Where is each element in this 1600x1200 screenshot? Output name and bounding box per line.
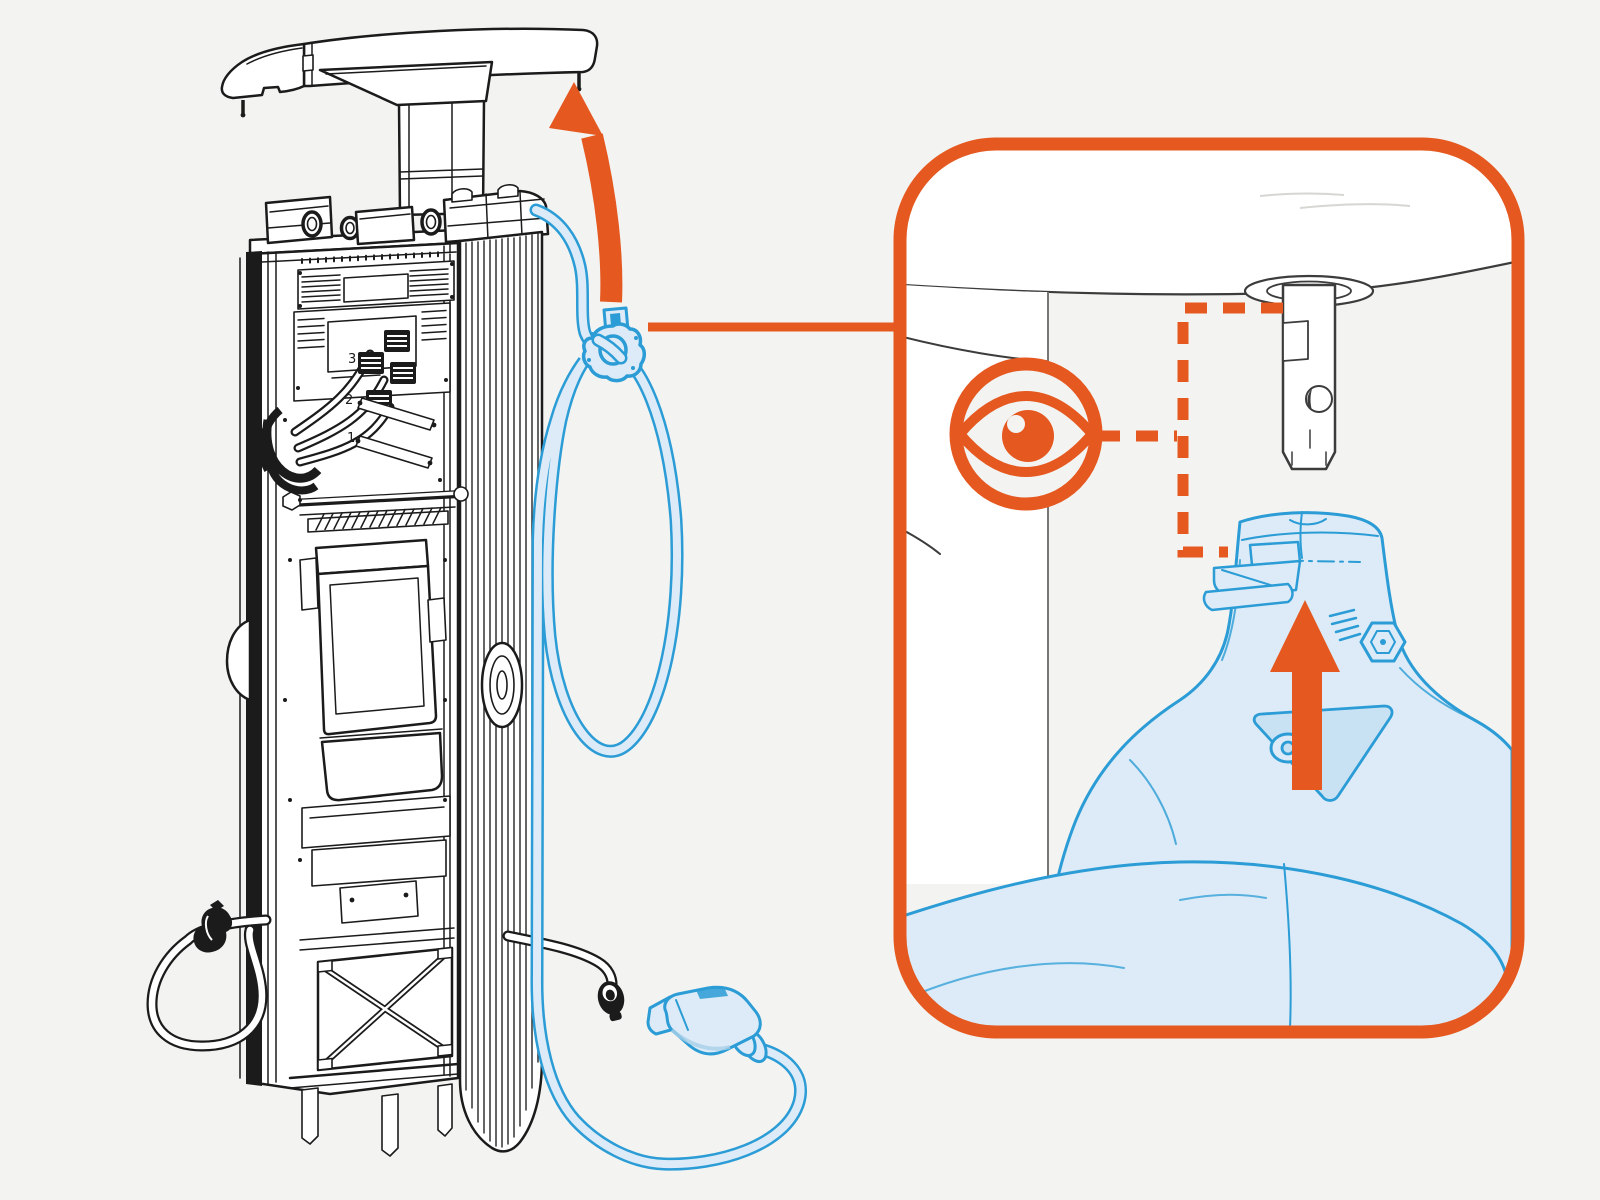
busbars — [355, 397, 437, 469]
contactor-block — [390, 362, 416, 384]
contactor-label-3: 3 — [348, 352, 356, 367]
contactor-label-2: 2 — [345, 393, 353, 408]
mounting-pin — [1281, 283, 1337, 471]
hose-hook-bracket — [581, 306, 646, 383]
crossbar — [282, 486, 469, 533]
cabinet-top — [248, 184, 550, 256]
detail-callout — [893, 137, 1525, 1039]
top-box-center — [354, 205, 416, 246]
post-side-bracket — [480, 641, 524, 729]
cable-clamp — [193, 900, 233, 953]
contactor-label-1: 1 — [347, 431, 355, 446]
wiring-and-contactors: 3 2 1 — [258, 330, 416, 495]
insert-arrow — [1270, 600, 1340, 790]
lifting-ring — [339, 215, 361, 241]
hose-connector-plug — [646, 985, 768, 1064]
x-brace — [316, 946, 454, 1072]
arrow-up-icon — [1270, 600, 1340, 672]
vent-module — [297, 260, 455, 310]
lifting-ring — [301, 210, 323, 238]
lift-arrow — [549, 82, 623, 303]
lower-panels — [299, 728, 455, 951]
fluted-post — [458, 230, 544, 1153]
clamp-tab — [1202, 540, 1302, 612]
highlighted-hose — [529, 203, 807, 1171]
plug-body — [663, 985, 762, 1056]
head-left-arm — [220, 42, 306, 100]
screws — [283, 418, 447, 862]
front-panel: 3 2 1 — [225, 241, 469, 1157]
lifting-ring — [420, 208, 442, 236]
callout-border — [893, 137, 1525, 1039]
alignment-pin-left — [240, 100, 246, 118]
base-feet — [288, 1062, 460, 1157]
head-assembly — [220, 27, 599, 217]
triangle-pocket — [1252, 704, 1394, 802]
callout-ceiling — [903, 147, 1515, 296]
power-cable — [146, 900, 272, 1052]
door-frame-left — [246, 251, 262, 1086]
tray-board — [299, 538, 447, 736]
signal-connector — [597, 981, 625, 1022]
contactor-block — [384, 330, 410, 352]
door-handle-bump — [225, 618, 252, 702]
alignment-dashed-path — [1098, 302, 1283, 558]
eye-icon — [949, 357, 1103, 511]
perforation-strip — [301, 251, 439, 264]
hex-bolt — [1328, 608, 1407, 663]
machine-tower: 3 2 1 — [146, 27, 625, 1157]
highlight-cushion — [903, 860, 1510, 1029]
arrow-up-curved-icon — [549, 82, 603, 136]
contactor-block — [358, 352, 384, 374]
